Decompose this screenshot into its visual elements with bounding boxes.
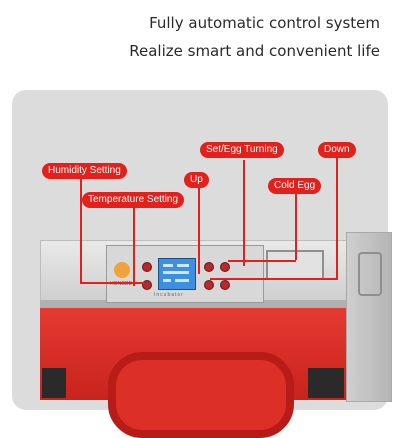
callout-cold-egg: Cold Egg bbox=[268, 178, 322, 194]
brand-logo-icon bbox=[114, 262, 130, 278]
set-egg-turning-button[interactable] bbox=[220, 262, 230, 272]
humidity-button[interactable] bbox=[142, 262, 152, 272]
temperature-line bbox=[133, 206, 135, 286]
incubator-trim bbox=[40, 300, 346, 308]
callout-temperature: Temperature Setting bbox=[82, 192, 185, 208]
door-hinge-right bbox=[308, 368, 344, 398]
cold-egg-line bbox=[295, 190, 297, 260]
lcd-display bbox=[158, 258, 196, 290]
callout-set-egg-turning: Set/Egg Turning bbox=[200, 142, 284, 158]
humidity-line bbox=[80, 178, 82, 282]
down-line-h bbox=[210, 278, 338, 280]
door-hinge-left bbox=[42, 368, 66, 398]
temperature-button[interactable] bbox=[142, 280, 152, 290]
up-button[interactable] bbox=[204, 262, 214, 272]
headline-2: Realize smart and convenient life bbox=[129, 42, 380, 60]
up-line bbox=[198, 186, 200, 274]
down-button[interactable] bbox=[204, 280, 214, 290]
humidity-line-h bbox=[80, 282, 144, 284]
incubator-side-panel bbox=[346, 232, 392, 402]
callout-down: Down bbox=[318, 142, 356, 158]
callout-up: Up bbox=[184, 172, 209, 188]
cold-egg-button[interactable] bbox=[220, 280, 230, 290]
panel-label: Incubator bbox=[154, 292, 184, 298]
side-handle bbox=[358, 252, 382, 296]
headline-1: Fully automatic control system bbox=[149, 14, 380, 32]
set-egg-line bbox=[243, 160, 245, 266]
cold-egg-line-h bbox=[228, 260, 296, 262]
brand-text: HONGDE bbox=[110, 281, 132, 287]
down-line bbox=[336, 158, 338, 278]
door-window bbox=[108, 352, 294, 438]
callout-humidity: Humidity Setting bbox=[42, 163, 127, 179]
